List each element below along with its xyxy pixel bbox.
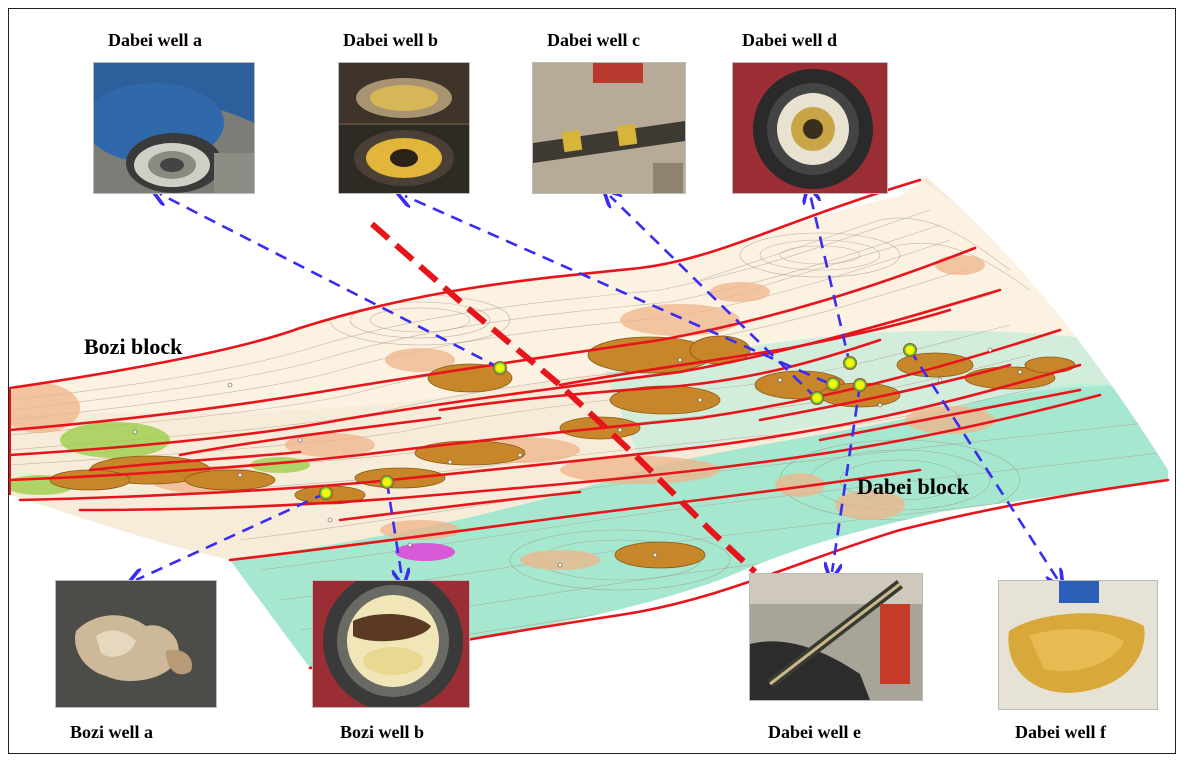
anomaly-patch	[395, 543, 455, 561]
photo-dabei-well-e	[749, 573, 923, 701]
photo-dabei-well-d	[732, 62, 888, 194]
well-marker-icon	[826, 377, 840, 391]
well-marker-icon	[380, 475, 394, 489]
block-boundary-fault	[370, 221, 758, 575]
arrow-dabei-d	[810, 194, 852, 366]
label-dabei-well-b: Dabei well b	[343, 30, 439, 50]
arrow-dabei-f	[908, 349, 1058, 580]
well-markers	[319, 343, 917, 500]
photo-dabei-well-f	[998, 580, 1158, 710]
photo-bozi-well-a	[55, 580, 217, 708]
well-marker-icon	[853, 378, 867, 392]
label-bozi-block: Bozi block	[84, 334, 183, 359]
well-arrows	[136, 194, 1058, 580]
label-dabei-well-a: Dabei well a	[108, 30, 202, 50]
photo-dabei-well-c	[532, 62, 686, 194]
well-marker-icon	[843, 356, 857, 370]
arrow-dabei-e	[832, 384, 862, 572]
label-dabei-well-d: Dabei well d	[742, 30, 838, 50]
arrow-bozi-b	[385, 481, 402, 578]
photo-dabei-well-a	[93, 62, 255, 194]
well-marker-icon	[903, 343, 917, 357]
label-dabei-well-e: Dabei well e	[768, 722, 861, 742]
arrow-dabei-c	[610, 196, 817, 399]
well-marker-icon	[810, 391, 824, 405]
label-dabei-well-c: Dabei well c	[547, 30, 640, 50]
arrow-dabei-b	[405, 196, 829, 385]
arrow-bozi-a	[136, 491, 327, 580]
label-bozi-well-b: Bozi well b	[340, 722, 424, 742]
arrow-dabei-a	[160, 194, 501, 370]
well-marker-icon	[319, 486, 333, 500]
photo-dabei-well-b	[338, 62, 470, 194]
label-dabei-block: Dabei block	[857, 474, 969, 499]
well-marker-icon	[493, 361, 507, 375]
photo-bozi-well-b	[312, 580, 470, 708]
label-bozi-well-a: Bozi well a	[70, 722, 153, 742]
label-dabei-well-f: Dabei well f	[1015, 722, 1106, 742]
